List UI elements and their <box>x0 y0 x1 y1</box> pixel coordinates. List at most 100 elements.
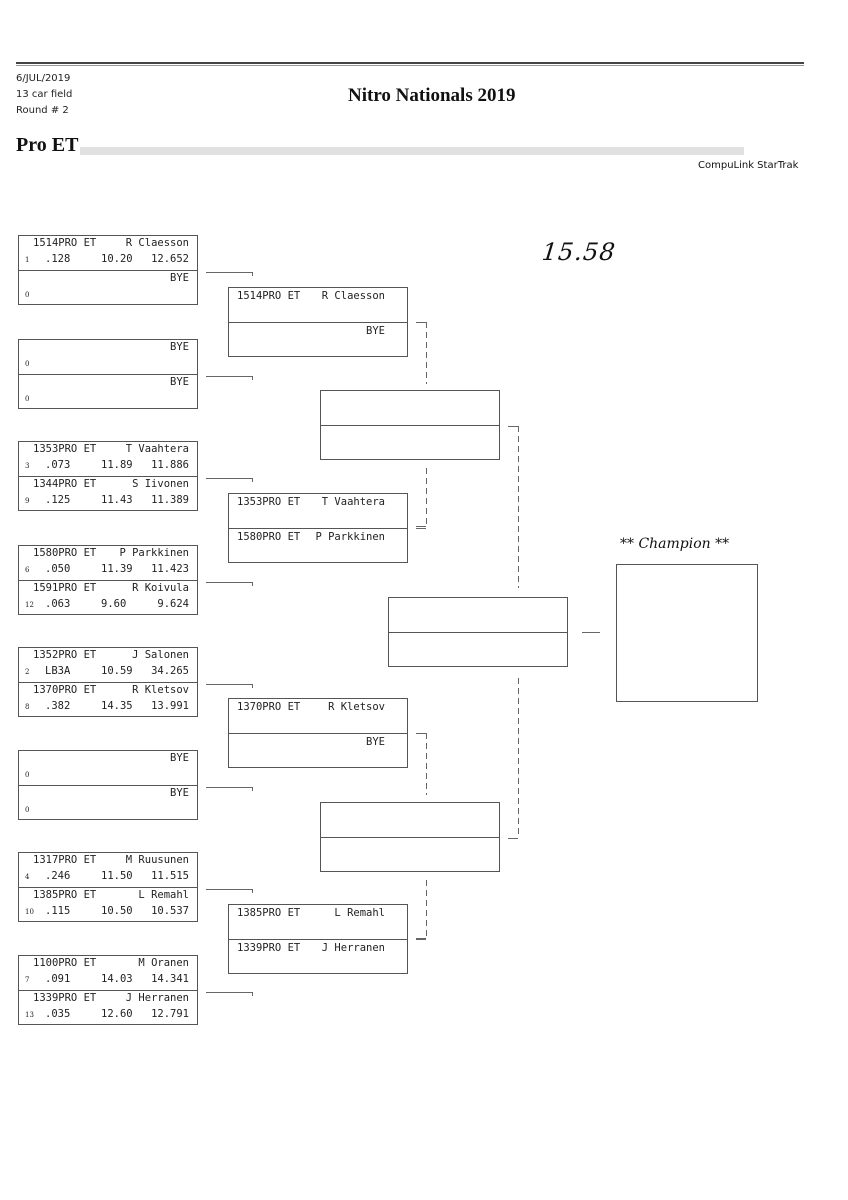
racer-slot-bottom: BYE 0 <box>19 785 197 819</box>
racer-name: R Koivula <box>132 582 189 594</box>
dial-label: 1385PRO ET <box>237 907 301 919</box>
racer-name: R Claesson <box>125 237 189 249</box>
dial-label: 1100PRO ET <box>33 957 97 969</box>
connector-line <box>416 322 426 323</box>
lane-number: 0 <box>25 806 30 814</box>
lane-number: 0 <box>25 395 30 403</box>
racer-slot-bottom <box>321 425 499 459</box>
brand-label: CompuLink StarTrak <box>698 160 799 171</box>
round-number: Round # 2 <box>16 105 69 116</box>
reaction-time: .382 <box>45 700 71 712</box>
elapsed-time: 12.652 <box>151 253 189 265</box>
connector-line <box>206 272 252 273</box>
connector-line <box>508 838 518 839</box>
racer-name: BYE <box>366 325 385 337</box>
lane-number: 4 <box>25 873 30 881</box>
racer-slot-bottom <box>389 632 567 666</box>
connector-dashed <box>518 678 519 838</box>
connector-line <box>416 526 426 527</box>
racer-name: R Kletsov <box>328 701 385 713</box>
connector-line <box>206 787 252 788</box>
dial-in: 14.35 <box>101 700 133 712</box>
connector-tick <box>252 376 253 380</box>
dial-in: 10.59 <box>101 665 133 677</box>
reaction-time: .115 <box>45 905 71 917</box>
dial-label: 1339PRO ET <box>33 992 97 1004</box>
elapsed-time: 14.341 <box>151 973 189 985</box>
dial-in: 9.60 <box>101 598 127 610</box>
connector-line <box>416 733 426 734</box>
dial-label: 1580PRO ET <box>237 531 301 543</box>
racer-name: BYE <box>170 341 189 353</box>
dial-in: 10.50 <box>101 905 133 917</box>
dial-in: 11.50 <box>101 870 133 882</box>
champion-box <box>616 564 758 702</box>
dial-label: 1591PRO ET <box>33 582 97 594</box>
racer-slot-top <box>321 803 499 837</box>
connector-tick <box>252 582 253 586</box>
racer-name: P Parkkinen <box>119 547 189 559</box>
racer-name: L Remahl <box>138 889 189 901</box>
elapsed-time: 11.515 <box>151 870 189 882</box>
connector-tick <box>252 272 253 276</box>
racer-name: T Vaahtera <box>125 443 189 455</box>
racer-name: J Herranen <box>125 992 189 1004</box>
dial-label: 1339PRO ET <box>237 942 301 954</box>
field-size: 13 car field <box>16 89 73 100</box>
elapsed-time: 34.265 <box>151 665 189 677</box>
header-rule <box>16 62 804 64</box>
dial-label: 1370PRO ET <box>237 701 301 713</box>
racer-name: BYE <box>170 787 189 799</box>
elapsed-time: 11.886 <box>151 459 189 471</box>
racer-name: BYE <box>170 272 189 284</box>
dial-in: 11.89 <box>101 459 133 471</box>
dial-in: 11.43 <box>101 494 133 506</box>
lane-number: 7 <box>25 976 30 984</box>
lane-number: 8 <box>25 703 30 711</box>
reaction-time: .091 <box>45 973 71 985</box>
racer-slot-top <box>321 391 499 425</box>
connector-dashed <box>426 733 427 795</box>
dial-label: 1514PRO ET <box>33 237 97 249</box>
dial-label: 1353PRO ET <box>237 496 301 508</box>
connector-line <box>416 939 426 940</box>
reaction-time: .246 <box>45 870 71 882</box>
connector-dashed <box>426 468 427 526</box>
racer-name: R Claesson <box>321 290 385 302</box>
connector-line <box>582 632 600 633</box>
round3-match <box>320 390 500 460</box>
racer-name: M Ruusunen <box>125 854 189 866</box>
lane-number: 9 <box>25 497 30 505</box>
connector-line <box>206 478 252 479</box>
racer-slot-bottom <box>321 837 499 871</box>
connector-tick <box>252 478 253 482</box>
elapsed-time: 12.791 <box>151 1008 189 1020</box>
reaction-time: .063 <box>45 598 71 610</box>
lane-number: 10 <box>25 908 34 916</box>
dial-label: 1344PRO ET <box>33 478 97 490</box>
racer-name: T Vaahtera <box>321 496 385 508</box>
connector-line <box>508 426 518 427</box>
racer-name: BYE <box>170 752 189 764</box>
racer-slot-top <box>389 598 567 632</box>
racer-name: M Oranen <box>138 957 189 969</box>
connector-line <box>206 889 252 890</box>
elapsed-time: 10.537 <box>151 905 189 917</box>
